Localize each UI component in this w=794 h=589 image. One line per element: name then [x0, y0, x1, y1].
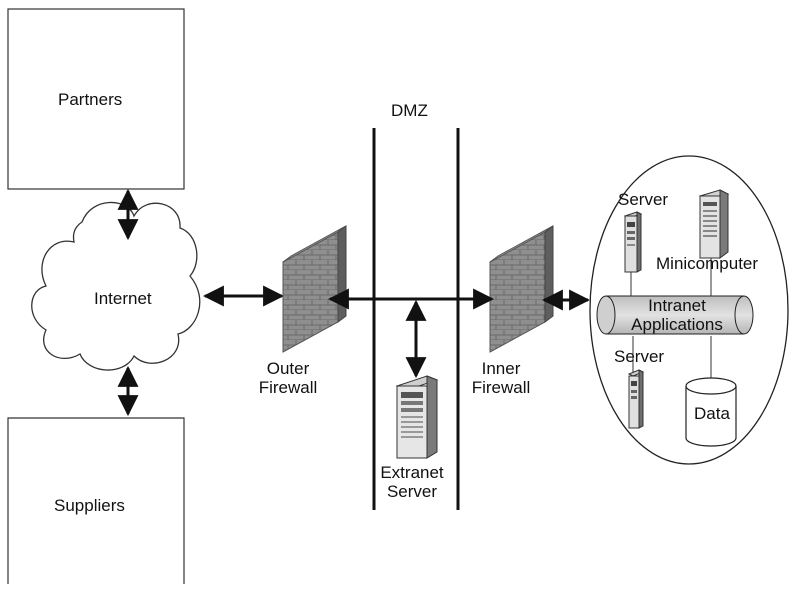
- minicomputer-icon: [698, 189, 730, 259]
- data-label: Data: [694, 404, 730, 423]
- inner-firewall-icon: [489, 225, 554, 353]
- intranet-applications-pipe: [596, 295, 754, 335]
- outer-firewall-icon: [282, 225, 347, 353]
- intranet-server-top-icon: [623, 211, 643, 273]
- partners-box: [7, 8, 185, 190]
- suppliers-box: [7, 417, 185, 584]
- internet-cloud: [31, 201, 201, 371]
- extranet-server-icon: [395, 375, 439, 459]
- intranet-server-bottom-label: Server: [614, 347, 665, 366]
- intranet-applications-label: Intranet Applications: [631, 296, 723, 334]
- minicomputer-label: Minicomputer: [656, 254, 759, 273]
- partners-label: Partners: [58, 90, 123, 109]
- outer-firewall-label: Outer Firewall: [258, 359, 318, 397]
- internet-label: Internet: [94, 289, 152, 308]
- dmz-label: DMZ: [391, 101, 428, 120]
- inner-firewall-label: Inner Firewall: [471, 359, 531, 397]
- data-cylinder-icon: [685, 377, 737, 447]
- suppliers-label: Suppliers: [54, 496, 125, 515]
- intranet-server-bottom-icon: [627, 369, 645, 429]
- extranet-server-label: Extranet Server: [380, 463, 444, 501]
- intranet-server-top-label: Server: [618, 190, 669, 209]
